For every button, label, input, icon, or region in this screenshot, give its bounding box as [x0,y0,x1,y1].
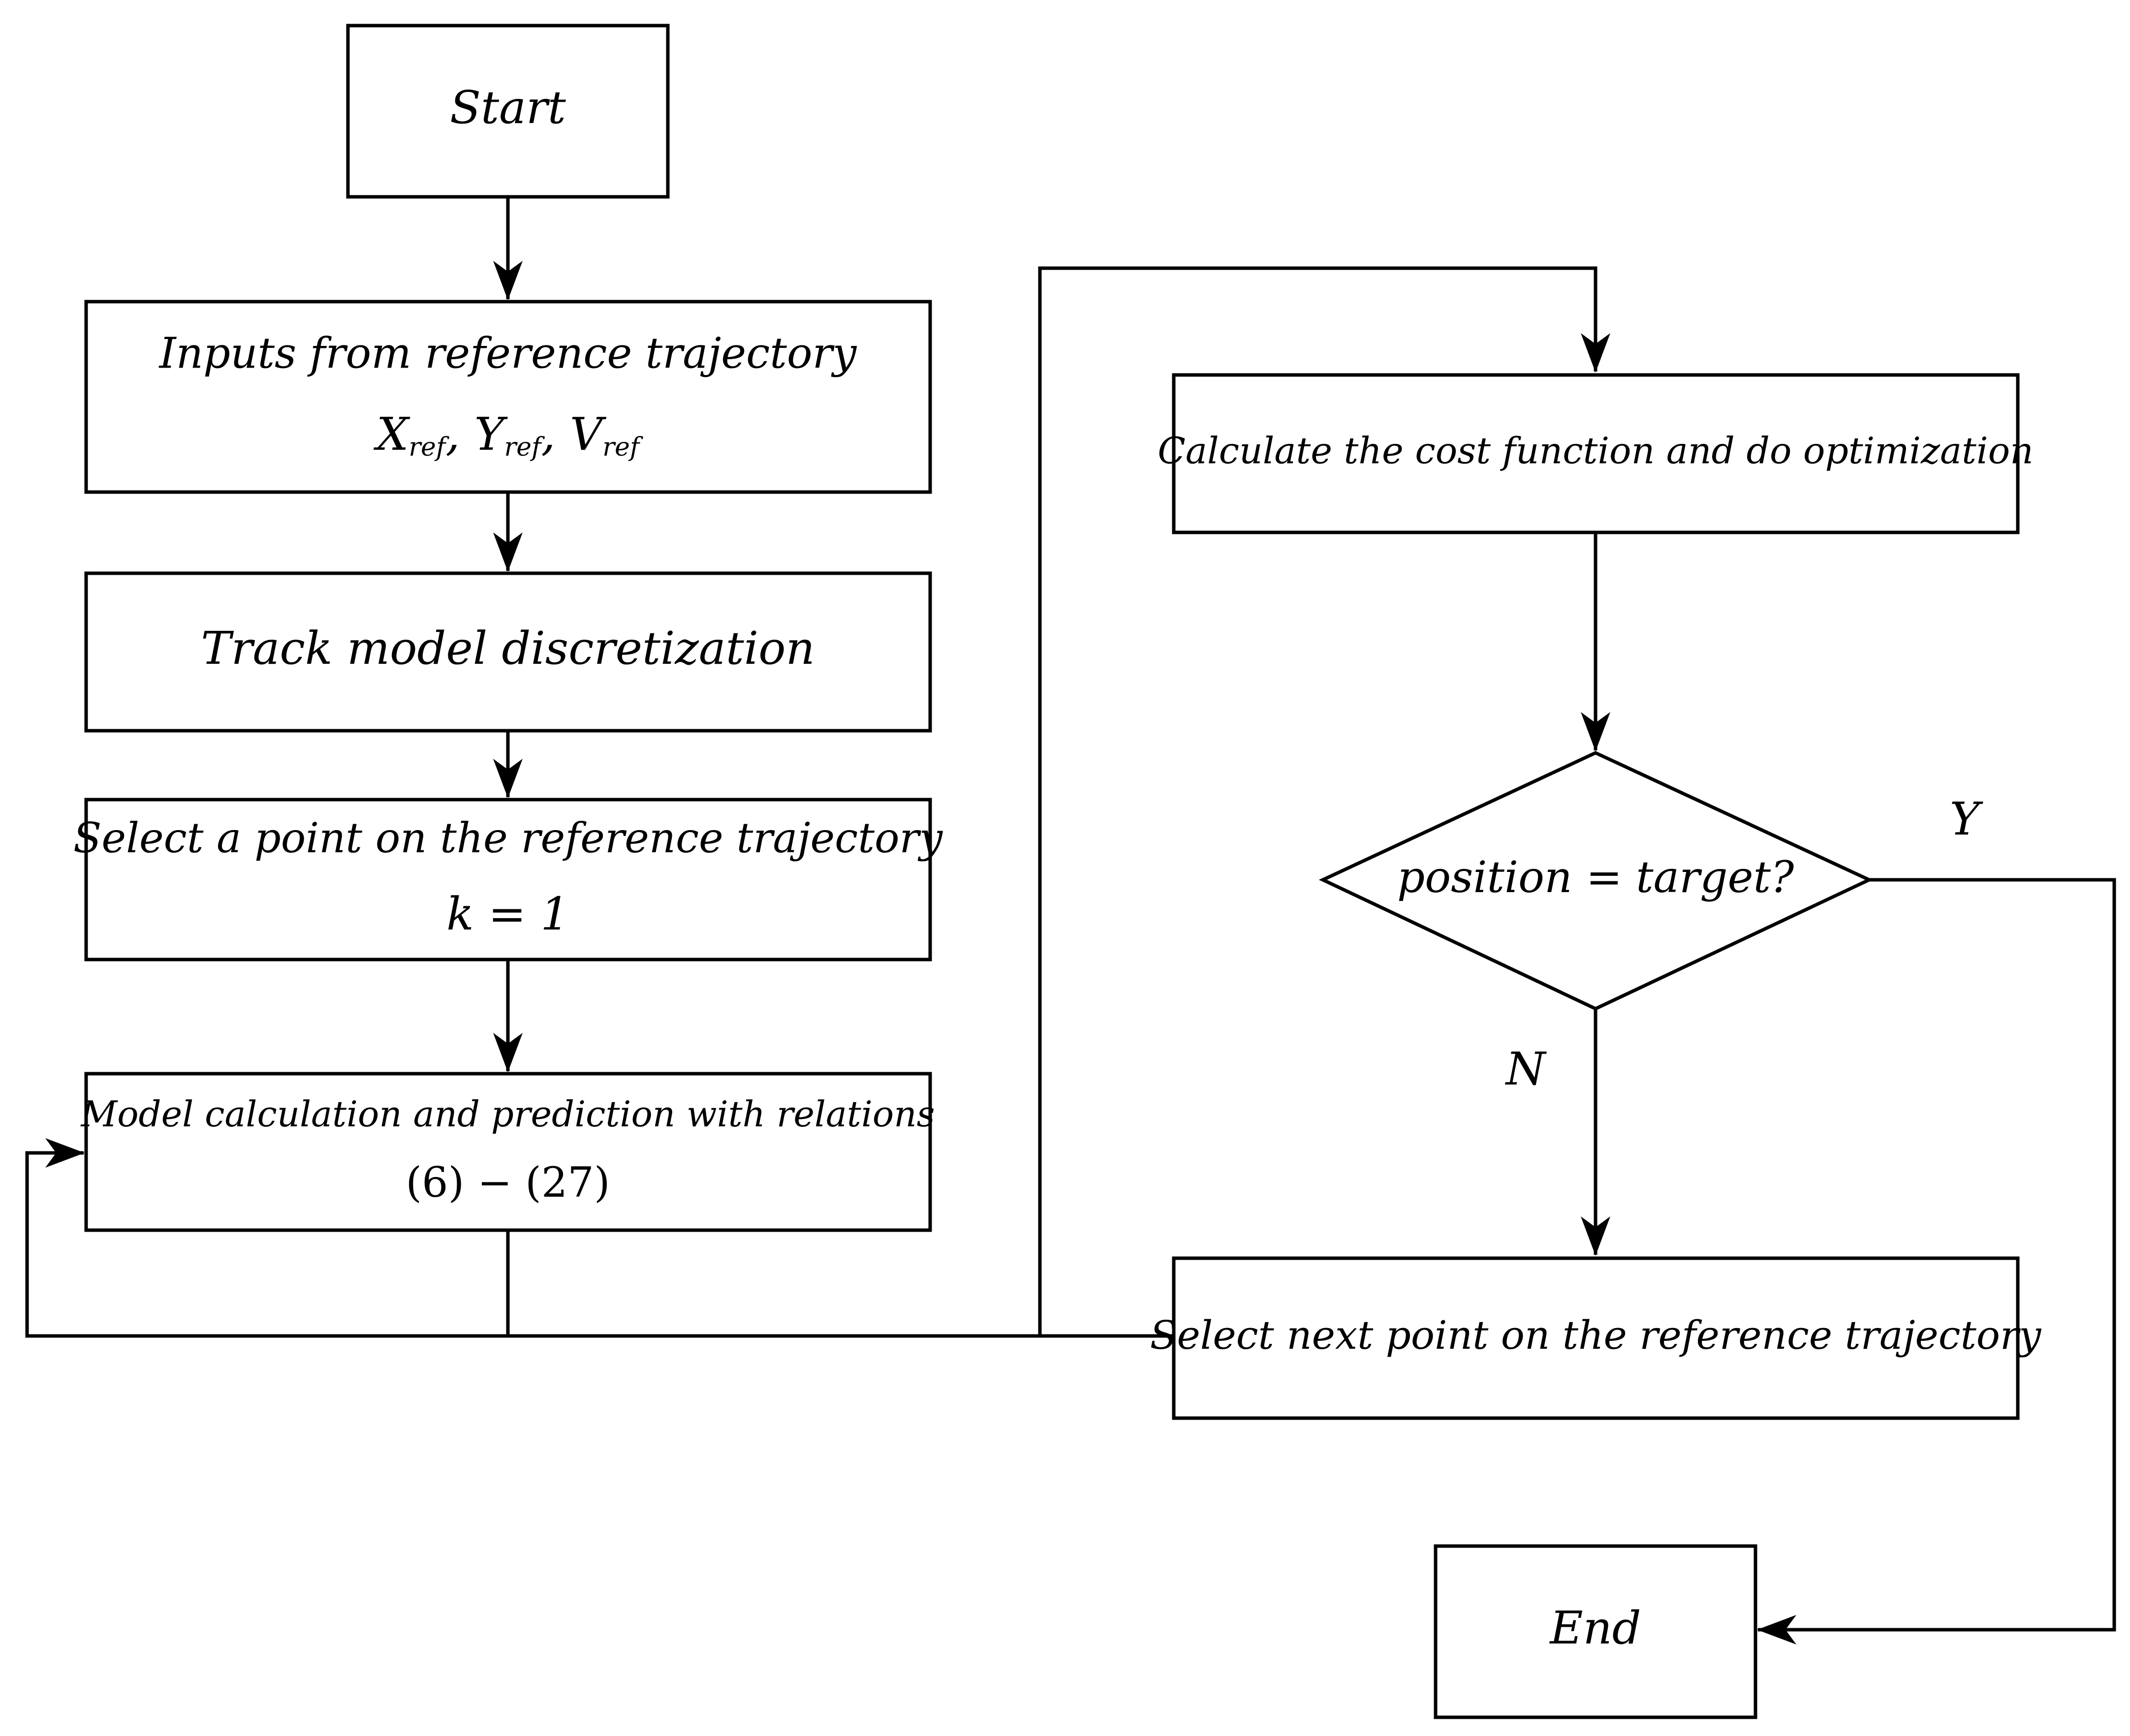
node-model-calc-line2: (6) − (27) [406,1158,610,1207]
node-discretize-label: Track model discretization [201,622,815,675]
node-end: End [1434,1544,1757,1719]
node-select-point-line1: Select a point on the reference trajecto… [73,814,943,862]
edge-decision-yes [1757,878,2116,1644]
edge-label-no: N [1505,1043,1547,1095]
subscript-v: ref [602,433,643,462]
node-model-calc-line1: Model calculation and prediction with re… [80,1093,935,1135]
node-inputs-formula: Xref, Yref, Vref [374,408,643,462]
node-cost-label: Calculate the cost function and do optim… [1158,430,2034,472]
edge-label-yes: Y [1950,793,1984,845]
node-next-point-label: Select next point on the reference traje… [1150,1312,2042,1358]
edge-next-to-model-loop [25,1138,1173,1338]
subscript-y: ref [504,433,545,462]
node-discretize: Track model discretization [84,571,932,733]
node-decision: position = target? [1318,751,1874,1011]
subscript-x: ref [408,433,449,462]
node-select-point: Select a point on the reference trajecto… [73,798,943,961]
symbol-v: V [570,408,607,461]
node-decision-label: position = target? [1397,852,1794,902]
node-cost: Calculate the cost function and do optim… [1158,373,2034,534]
node-start: Start [346,24,670,199]
connectors [25,197,2116,1644]
symbol-x: X [374,408,410,461]
edge-loop-to-cost [1038,266,1610,1336]
node-start-label: Start [450,81,566,134]
node-model-calc: Model calculation and prediction with re… [80,1072,935,1232]
node-next-point: Select next point on the reference traje… [1150,1256,2042,1420]
node-inputs: Inputs from reference trajectory Xref, Y… [84,300,932,494]
symbol-y: Y [474,408,508,461]
node-inputs-line1: Inputs from reference trajectory [158,329,857,378]
node-select-point-line2: k = 1 [446,888,569,940]
node-end-label: End [1549,1602,1641,1654]
